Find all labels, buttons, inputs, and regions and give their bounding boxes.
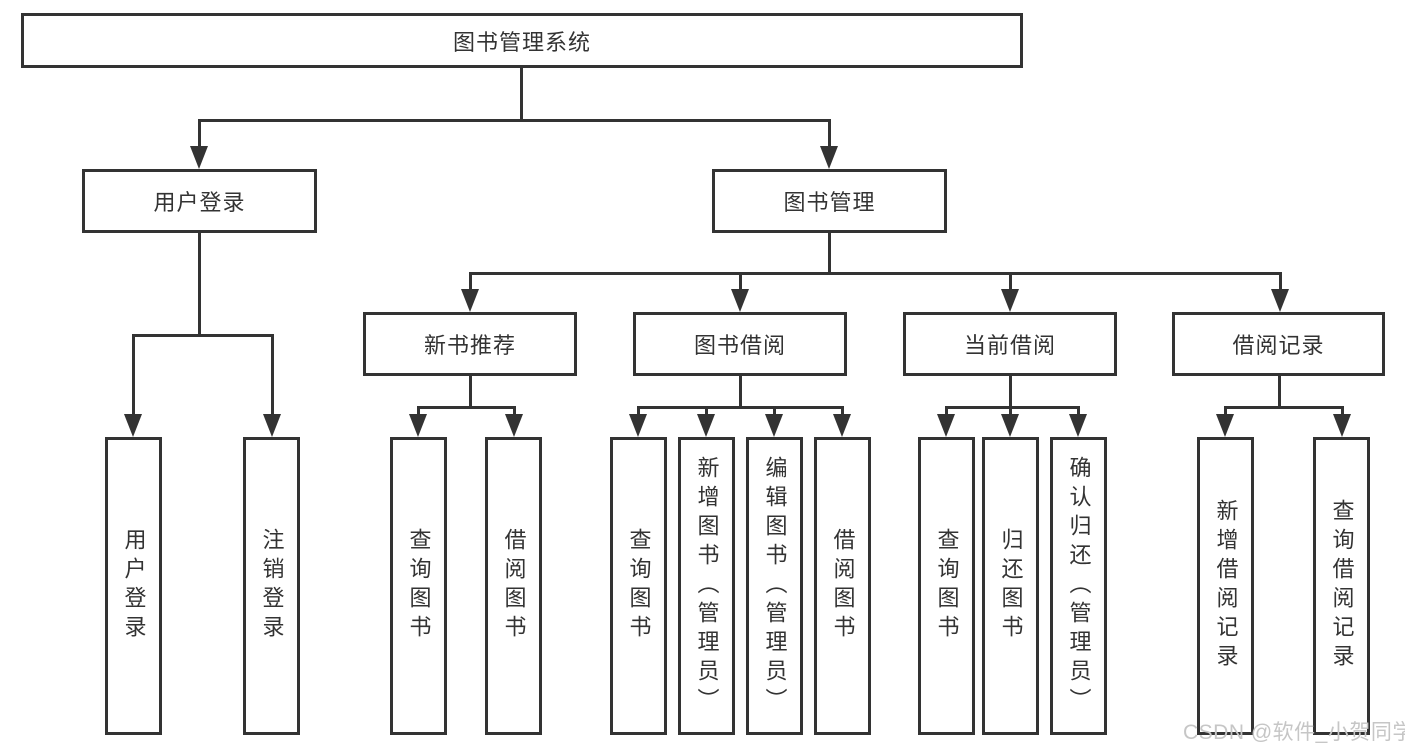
connector-leaf-shaft <box>1009 406 1012 418</box>
leaf-br-query-record: 查询借阅记录 <box>1313 437 1370 735</box>
connector-to-user-login-shaft <box>198 119 201 147</box>
node-root: 图书管理系统 <box>21 13 1023 68</box>
connector-book-management-branch <box>469 272 1282 275</box>
arrow-down-icon <box>937 414 955 437</box>
connector-leaf-shaft <box>1341 406 1344 418</box>
connector-book-management-stem <box>828 233 831 275</box>
node-user-login: 用户登录 <box>82 169 317 233</box>
connector-current-borrowing-branch <box>945 406 1080 409</box>
leaf-cb-query-books-label: 查询图书 <box>934 528 960 644</box>
connector-to-book-management-shaft <box>828 119 831 147</box>
connector-to-borrowing-records-shaft <box>1279 272 1282 292</box>
leaf-bb-query-books-label: 查询图书 <box>626 528 652 644</box>
arrow-down-icon <box>1216 414 1234 437</box>
connector-root-branch <box>198 119 831 122</box>
arrow-down-icon <box>124 414 142 437</box>
csdn-watermark: CSDN @软件_小贺同学 <box>1183 721 1405 744</box>
leaf-br-add-record: 新增借阅记录 <box>1197 437 1254 735</box>
node-current-borrowing-label: 当前借阅 <box>963 333 1056 358</box>
arrow-down-icon <box>1069 414 1087 437</box>
arrow-down-icon <box>409 414 427 437</box>
node-current-borrowing: 当前借阅 <box>903 312 1117 376</box>
arrow-down-icon <box>461 289 479 312</box>
leaf-bb-add-books-admin: 新增图书（管理员） <box>678 437 735 735</box>
node-new-book-recommendation: 新书推荐 <box>363 312 577 376</box>
connector-user-login-branch <box>132 334 274 337</box>
node-root-label: 图书管理系统 <box>452 29 591 55</box>
leaf-user-login-label: 用户登录 <box>121 528 147 644</box>
leaf-cb-confirm-return-admin-label: 确认归还（管理员） <box>1066 455 1092 717</box>
leaf-user-login: 用户登录 <box>105 437 162 735</box>
leaf-nbr-query-books: 查询图书 <box>390 437 447 735</box>
arrow-down-icon <box>1333 414 1351 437</box>
leaf-bb-borrow-books-label: 借阅图书 <box>830 528 856 644</box>
arrow-down-icon <box>190 146 208 169</box>
node-borrowing-records: 借阅记录 <box>1172 312 1385 376</box>
leaf-bb-add-books-admin-label: 新增图书（管理员） <box>694 455 720 717</box>
arrow-down-icon <box>263 414 281 437</box>
connector-current-borrowing-stem <box>1009 376 1012 409</box>
node-book-management-label: 图书管理 <box>783 190 876 215</box>
connector-to-logout-leaf-shaft <box>271 334 274 416</box>
connector-new-book-rec-stem <box>469 376 472 409</box>
arrow-down-icon <box>820 146 838 169</box>
leaf-bb-edit-books-admin: 编辑图书（管理员） <box>746 437 803 735</box>
connector-leaf-shaft <box>513 406 516 418</box>
arrow-down-icon <box>833 414 851 437</box>
node-book-borrowing: 图书借阅 <box>633 312 847 376</box>
connector-user-login-stem <box>198 233 201 337</box>
arrow-down-icon <box>1001 289 1019 312</box>
arrow-down-icon <box>765 414 783 437</box>
arrow-down-icon <box>629 414 647 437</box>
leaf-cb-return-books-label: 归还图书 <box>998 528 1024 644</box>
leaf-bb-edit-books-admin-label: 编辑图书（管理员） <box>762 455 788 717</box>
leaf-nbr-borrow-books: 借阅图书 <box>485 437 542 735</box>
leaf-logout: 注销登录 <box>243 437 300 735</box>
connector-borrowing-records-stem <box>1278 376 1281 409</box>
connector-leaf-shaft <box>417 406 420 418</box>
leaf-logout-label: 注销登录 <box>259 528 285 644</box>
leaf-bb-borrow-books: 借阅图书 <box>814 437 871 735</box>
leaf-cb-confirm-return-admin: 确认归还（管理员） <box>1050 437 1107 735</box>
leaf-nbr-query-books-label: 查询图书 <box>406 528 432 644</box>
connector-to-book-borrowing-shaft <box>739 272 742 292</box>
arrow-down-icon <box>505 414 523 437</box>
connector-leaf-shaft <box>1224 406 1227 418</box>
node-user-login-label: 用户登录 <box>153 190 246 215</box>
connector-book-borrowing-branch <box>637 406 844 409</box>
connector-leaf-shaft <box>773 406 776 418</box>
node-new-book-recommendation-label: 新书推荐 <box>423 333 516 358</box>
arrow-down-icon <box>731 289 749 312</box>
leaf-cb-return-books: 归还图书 <box>982 437 1039 735</box>
node-borrowing-records-label: 借阅记录 <box>1232 333 1325 358</box>
arrow-down-icon <box>1271 289 1289 312</box>
leaf-nbr-borrow-books-label: 借阅图书 <box>501 528 527 644</box>
connector-leaf-shaft <box>705 406 708 418</box>
arrow-down-icon <box>1001 414 1019 437</box>
node-book-borrowing-label: 图书借阅 <box>693 333 786 358</box>
connector-new-book-rec-branch <box>417 406 516 409</box>
connector-to-current-borrowing-shaft <box>1009 272 1012 292</box>
connector-root-stem <box>520 68 523 121</box>
connector-borrowing-records-branch <box>1224 406 1343 409</box>
connector-leaf-shaft <box>945 406 948 418</box>
leaf-br-add-record-label: 新增借阅记录 <box>1213 499 1239 673</box>
connector-leaf-shaft <box>1077 406 1080 418</box>
connector-to-login-leaf-shaft <box>132 334 135 416</box>
leaf-br-query-record-label: 查询借阅记录 <box>1329 499 1355 673</box>
connector-leaf-shaft <box>841 406 844 418</box>
arrow-down-icon <box>697 414 715 437</box>
connector-leaf-shaft <box>637 406 640 418</box>
node-book-management: 图书管理 <box>712 169 947 233</box>
connector-to-new-book-rec-shaft <box>469 272 472 292</box>
connector-book-borrowing-stem <box>739 376 742 409</box>
leaf-cb-query-books: 查询图书 <box>918 437 975 735</box>
leaf-bb-query-books: 查询图书 <box>610 437 667 735</box>
